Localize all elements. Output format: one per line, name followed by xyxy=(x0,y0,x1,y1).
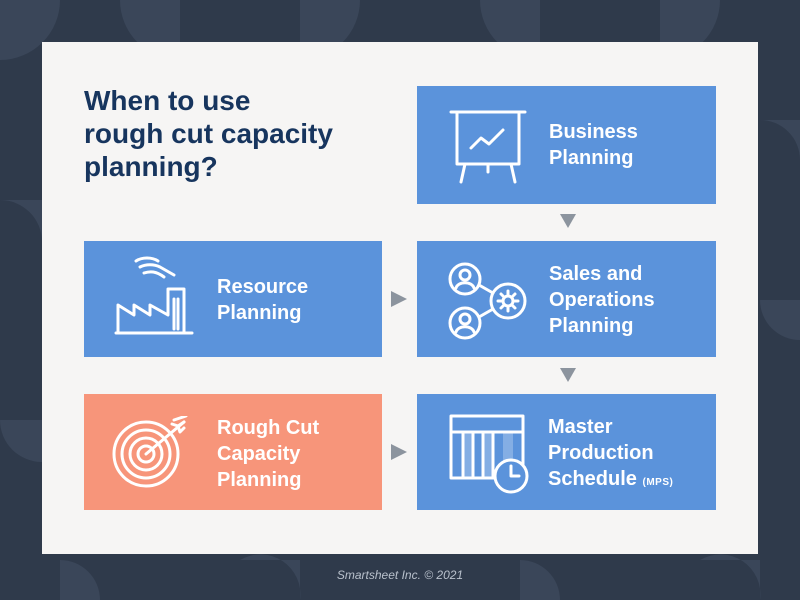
resource-planning-box: Resource Planning xyxy=(84,241,382,357)
label-line: Planning xyxy=(217,469,302,491)
sales-operations-planning-box: Sales and Operations Planning xyxy=(417,241,716,357)
title-line: rough cut capacity xyxy=(84,118,333,149)
label-line-text: Schedule xyxy=(548,468,637,490)
box-label: Sales and Operations Planning xyxy=(549,261,655,339)
label-line: Master xyxy=(548,416,613,438)
arrow-down-icon xyxy=(560,368,576,382)
label-line: Capacity xyxy=(217,443,301,465)
title-line: When to use xyxy=(84,85,251,116)
label-line: Business xyxy=(549,121,638,143)
target-arrow-icon xyxy=(112,416,188,488)
box-label: Business Planning xyxy=(549,119,638,171)
label-line: Planning xyxy=(549,315,634,337)
rough-cut-capacity-planning-box: Rough Cut Capacity Planning xyxy=(84,394,382,510)
label-line: Planning xyxy=(217,302,302,324)
people-gear-network-icon xyxy=(448,262,527,340)
arrow-right-icon xyxy=(391,291,407,307)
box-label: Resource Planning xyxy=(217,274,308,326)
label-line: Sales and xyxy=(549,263,643,285)
label-line: Operations xyxy=(549,289,655,311)
label-line: Resource xyxy=(217,276,309,298)
label-line: Rough Cut xyxy=(217,417,320,439)
business-planning-box: Business Planning xyxy=(417,86,716,204)
label-line: Schedule (MPS) xyxy=(548,466,673,496)
page-title: When to use rough cut capacity planning? xyxy=(84,84,384,183)
calendar-clock-icon xyxy=(449,414,529,494)
box-label: Rough Cut Capacity Planning xyxy=(217,415,319,493)
title-line: planning? xyxy=(84,151,218,182)
label-line: Production xyxy=(548,442,654,464)
arrow-down-icon xyxy=(560,214,576,228)
factory-icon xyxy=(114,256,194,335)
box-label: Master Production Schedule (MPS) xyxy=(548,414,673,496)
arrow-right-icon xyxy=(391,444,407,460)
label-line: Planning xyxy=(549,147,634,169)
master-production-schedule-box: Master Production Schedule (MPS) xyxy=(417,394,716,510)
mps-abbreviation: (MPS) xyxy=(642,477,674,488)
presentation-chart-icon xyxy=(449,110,527,184)
copyright-footer: Smartsheet Inc. © 2021 xyxy=(336,568,464,582)
